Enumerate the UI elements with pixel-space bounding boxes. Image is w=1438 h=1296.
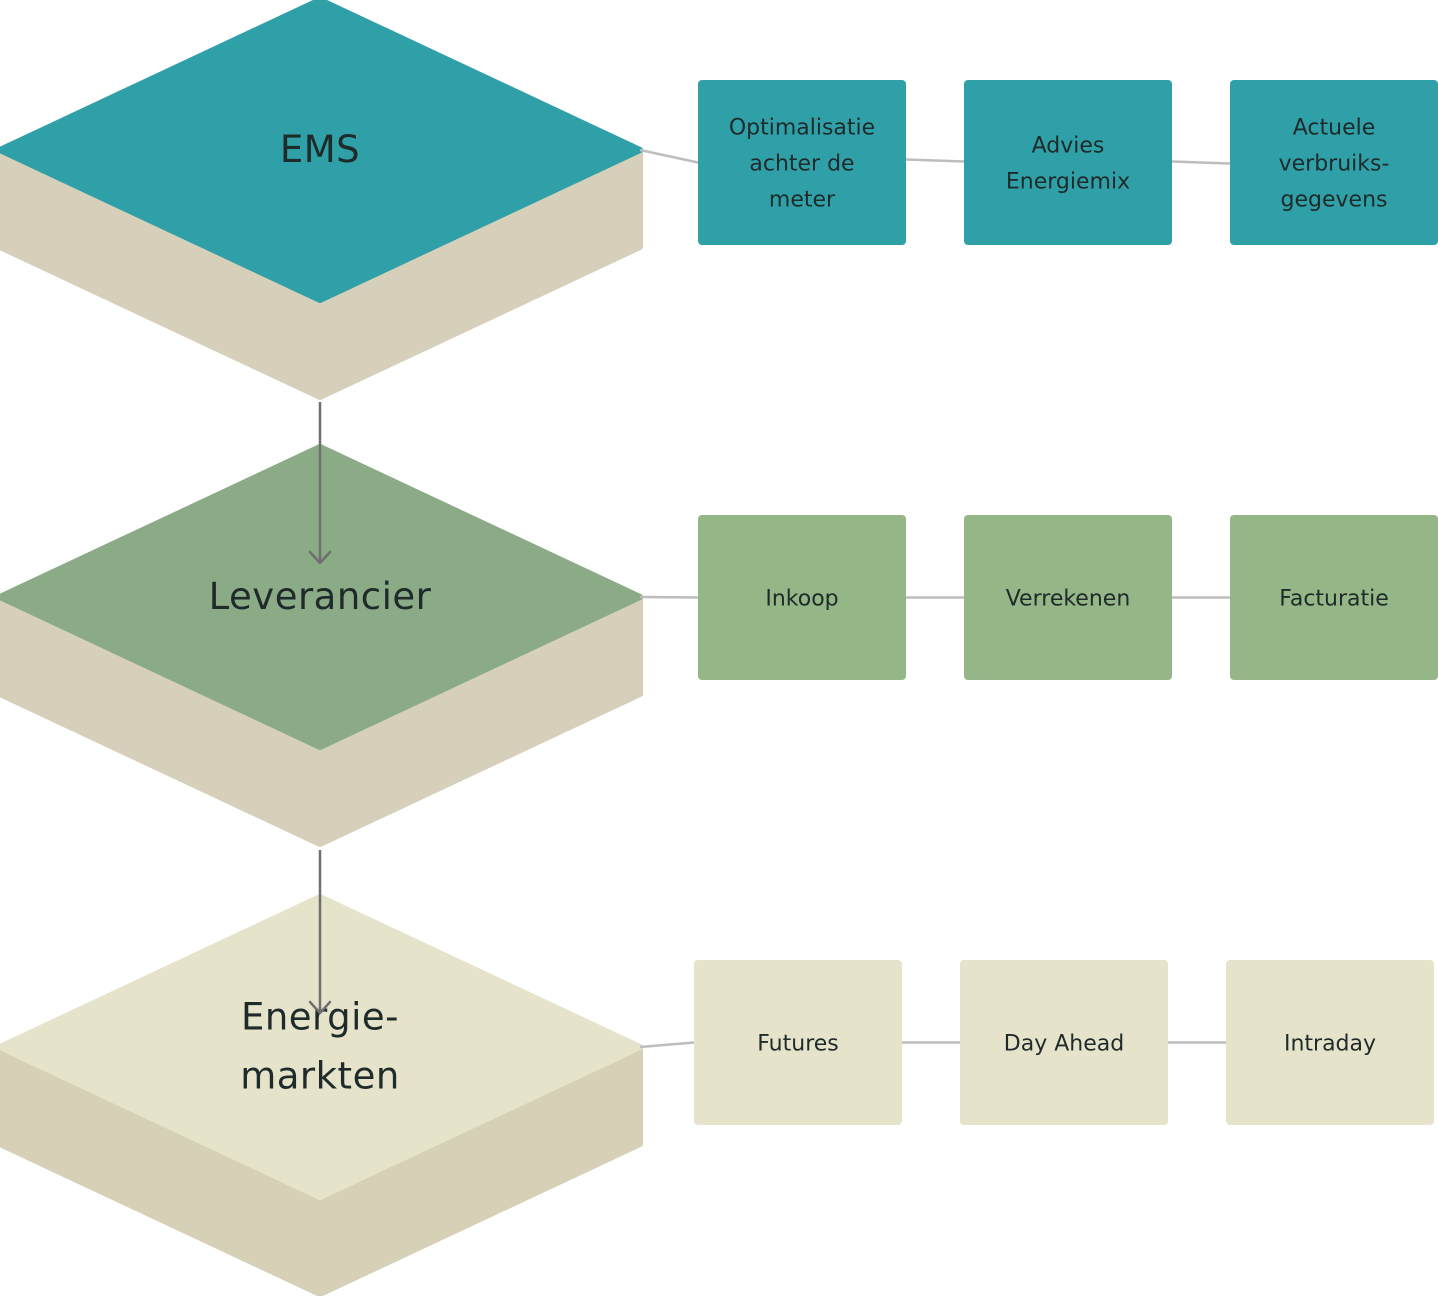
connector-line: [639, 148, 699, 164]
process-box-label: Inkoop: [765, 587, 838, 612]
arrow-head: [308, 550, 332, 565]
process-box: Intraday: [1226, 960, 1434, 1125]
process-box-bg: [1230, 80, 1438, 245]
process-box: Facturatie: [1230, 515, 1438, 680]
connector-line: [639, 1041, 695, 1049]
connector-line: [639, 595, 699, 599]
process-box-label: Futures: [757, 1032, 839, 1057]
diamond-top: [0, 894, 643, 1200]
process-box: Actuele verbruiks-gegevens: [1230, 80, 1438, 245]
process-box: Verrekenen: [964, 515, 1172, 680]
process-box-bg: [694, 960, 902, 1125]
layer-1: EMS Optimalisatie achter de meter AdviesEner…: [0, 0, 1438, 400]
process-box-label: Advies: [1032, 134, 1105, 159]
process-box-label: achter de: [749, 152, 854, 177]
process-box: Optimalisatie achter de meter: [698, 80, 906, 245]
diamond-top: [0, 0, 643, 303]
down-arrow: [308, 402, 332, 565]
process-box-bg: [964, 515, 1172, 680]
layer-label: Leverancier: [209, 575, 432, 618]
connector-line: [905, 158, 965, 163]
process-box-label: Intraday: [1284, 1032, 1376, 1057]
process-box-bg: [698, 80, 906, 245]
layer-label: EMS: [280, 128, 360, 171]
diamond-top: [0, 444, 643, 750]
down-arrow: [308, 850, 332, 1015]
process-box-label: Optimalisatie: [729, 116, 875, 141]
process-box-label: Facturatie: [1279, 587, 1389, 612]
connector-line: [1171, 160, 1231, 165]
process-box-label: Verrekenen: [1006, 587, 1131, 612]
process-box-label: Energiemix: [1006, 170, 1130, 195]
process-box-label: meter: [769, 188, 836, 213]
process-box-bg: [698, 515, 906, 680]
layer-label: markten: [240, 1055, 400, 1098]
process-box-bg: [960, 960, 1168, 1125]
arrow-head: [308, 1000, 332, 1015]
process-box-bg: [1226, 960, 1434, 1125]
process-box-label: gegevens: [1281, 188, 1388, 213]
process-box-bg: [1230, 515, 1438, 680]
process-box-label: Day Ahead: [1004, 1032, 1124, 1057]
process-box: Inkoop: [698, 515, 906, 680]
process-box-label: Actuele: [1293, 116, 1376, 141]
process-box: Futures: [694, 960, 902, 1125]
process-box-label: verbruiks-: [1279, 152, 1390, 177]
process-box: Day Ahead: [960, 960, 1168, 1125]
process-box-bg: [964, 80, 1172, 245]
layer-2: Leverancier Inkoop Verrekenen Facturatie: [0, 444, 1438, 847]
